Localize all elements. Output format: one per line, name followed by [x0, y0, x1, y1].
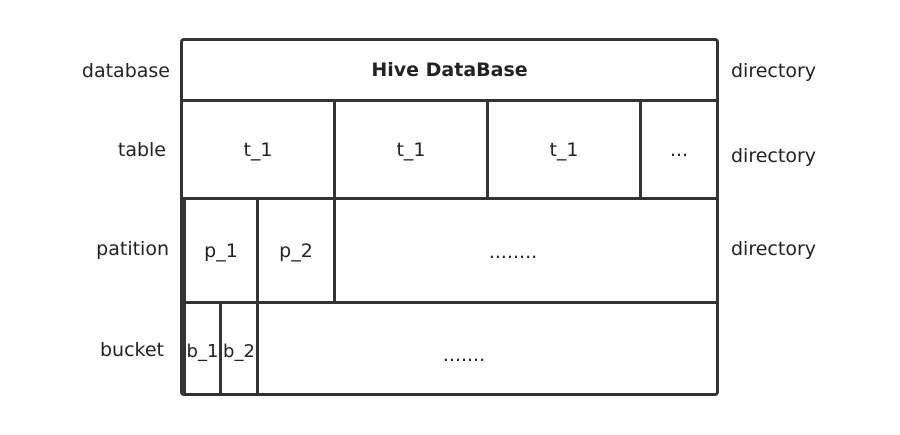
partition-divider — [333, 200, 336, 301]
partition-left-edge — [183, 200, 186, 301]
row-divider-database — [183, 99, 716, 102]
table-cell-2: t_1 — [396, 138, 426, 161]
label-partition: patition — [96, 238, 169, 260]
label-directory-table: directory — [731, 145, 816, 167]
database-cell: Hive DataBase — [371, 59, 528, 81]
label-directory-database: directory — [731, 60, 816, 82]
label-database: database — [81, 60, 170, 82]
label-directory-partition: directory — [731, 238, 816, 260]
table-cell-1: t_1 — [243, 138, 273, 161]
bucket-cell-1: b_1 — [186, 341, 219, 362]
bucket-cell-2: b_2 — [223, 341, 255, 362]
table-divider — [333, 102, 336, 197]
table-cell-3: t_1 — [549, 138, 579, 161]
table-cell-more: ... — [669, 138, 689, 161]
partition-cell-1: p_1 — [204, 239, 238, 262]
table-divider — [639, 102, 642, 197]
hive-structure-diagram: Hive DataBase t_1 t_1 t_1 ... p_1 p_2 ..… — [180, 38, 719, 396]
row-divider-table — [183, 197, 716, 200]
row-divider-partition — [183, 301, 716, 304]
partition-divider — [256, 200, 259, 301]
label-bucket: bucket — [99, 339, 164, 361]
bucket-left-edge — [183, 304, 186, 393]
bucket-divider — [256, 304, 259, 393]
partition-cell-2: p_2 — [279, 239, 313, 262]
label-table: table — [117, 139, 166, 161]
bucket-cell-more: ....... — [442, 344, 486, 366]
partition-cell-more: ........ — [488, 241, 538, 263]
table-divider — [486, 102, 489, 197]
bucket-divider — [219, 304, 222, 393]
